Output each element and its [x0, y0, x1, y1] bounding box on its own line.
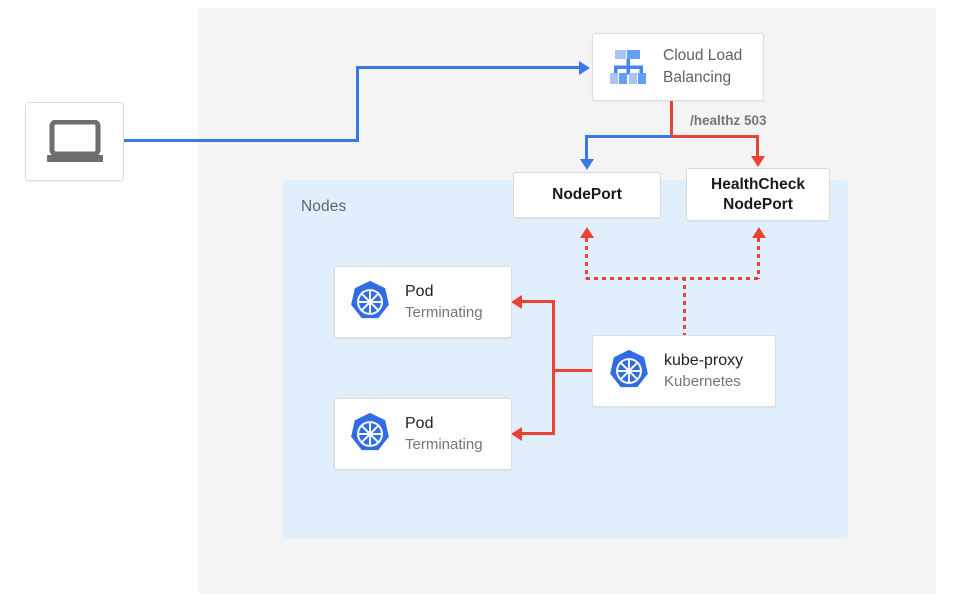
arrow-up-into-healthcheck-nodeport [751, 227, 766, 238]
edge-kubeproxy-to-nodeport [585, 238, 588, 279]
edge-to-pod-1 [522, 300, 555, 303]
cloud-load-balancing-label: Cloud Load Balancing [663, 47, 743, 86]
edge-kubeproxy-to-healthcheck-nodeport [757, 238, 760, 279]
kubernetes-icon [347, 279, 393, 325]
client-node[interactable] [25, 102, 124, 181]
edge-lb-to-nodeport-down [585, 135, 588, 160]
pod-subtitle: Terminating [405, 436, 483, 453]
edge-to-pod-2 [522, 432, 555, 435]
arrow-into-healthcheck-nodeport [750, 156, 765, 167]
edge-kubeproxy-tbar [586, 277, 759, 280]
pod-subtitle: Terminating [405, 304, 483, 321]
kubernetes-icon [606, 348, 652, 394]
edge-healthz-horizontal-right [670, 135, 759, 138]
cloud-load-balancing-icon [607, 47, 649, 87]
nodes-region-label: Nodes [301, 198, 347, 215]
edge-kubeproxy-healthcheck-trunk [683, 277, 686, 337]
pod-node-2[interactable]: Pod Terminating [334, 398, 512, 470]
pod-title: Pod [405, 283, 434, 300]
edge-label-healthz: /healthz 503 [690, 113, 767, 128]
edge-client-to-lb [356, 66, 580, 69]
kube-proxy-subtitle: Kubernetes [664, 373, 741, 390]
edge-pods-trunk [552, 300, 555, 435]
cloud-load-balancing-node[interactable]: Cloud Load Balancing [592, 33, 764, 101]
arrow-up-into-nodeport [579, 227, 594, 238]
arrow-into-pod-2 [511, 426, 522, 441]
arrow-into-load-balancer [579, 60, 590, 75]
healthcheck-nodeport-node[interactable]: HealthCheck NodePort [686, 168, 830, 221]
edge-lb-down [670, 101, 673, 138]
arrow-into-nodeport [579, 159, 594, 170]
kubernetes-icon [347, 411, 393, 457]
nodeport-label: NodePort [552, 186, 622, 203]
kube-proxy-node[interactable]: kube-proxy Kubernetes [592, 335, 776, 407]
edge-client-vertical [356, 66, 359, 142]
pod-title: Pod [405, 415, 434, 432]
nodeport-node[interactable]: NodePort [513, 172, 661, 218]
arrow-into-pod-1 [511, 294, 522, 309]
pod-node-1[interactable]: Pod Terminating [334, 266, 512, 338]
edge-lb-to-nodeport-horizontal [585, 135, 672, 138]
edge-kubeproxy-out [552, 369, 594, 372]
healthcheck-nodeport-label: HealthCheck NodePort [711, 175, 805, 213]
edge-client-horizontal [124, 139, 359, 142]
edge-healthz-down [756, 135, 759, 160]
kube-proxy-title: kube-proxy [664, 352, 744, 369]
laptop-icon [46, 119, 104, 164]
